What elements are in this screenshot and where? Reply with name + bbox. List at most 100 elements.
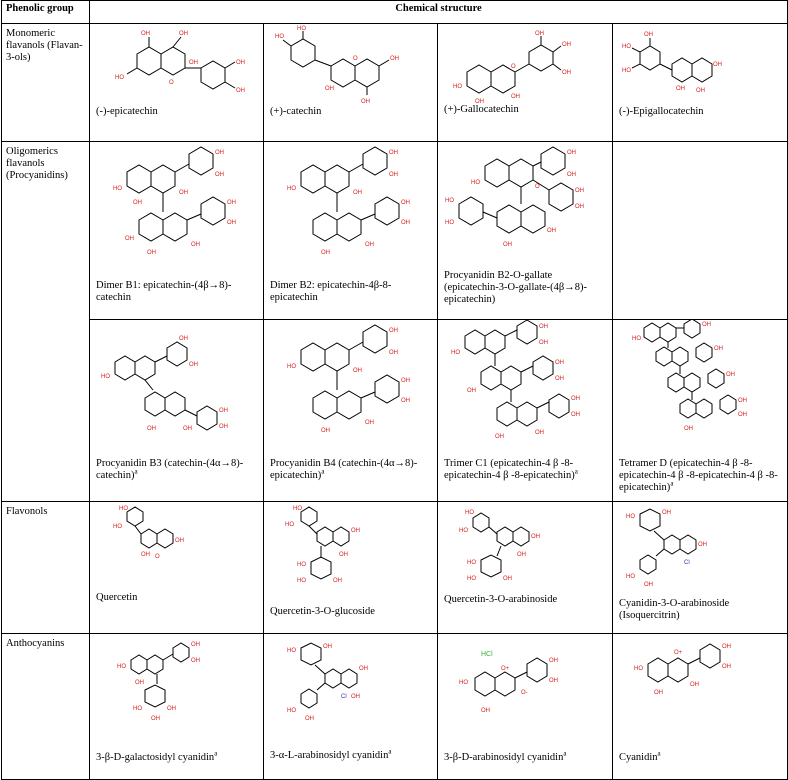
svg-text:OH: OH: [555, 360, 564, 366]
svg-text:OH: OH: [511, 94, 520, 100]
group-monomeric: Monomeric flavanols (Flavan-3-ols): [1, 23, 90, 142]
svg-text:OH: OH: [191, 658, 200, 664]
svg-text:OH: OH: [321, 428, 330, 434]
svg-text:HO: HO: [626, 514, 635, 520]
svg-text:OH: OH: [535, 430, 544, 436]
svg-text:OH: OH: [562, 42, 571, 48]
caption-epicatechin: (-)-epicatechin: [96, 106, 158, 117]
svg-text:HO: HO: [465, 510, 474, 516]
svg-text:OH: OH: [535, 31, 544, 37]
svg-text:HO: HO: [275, 34, 284, 40]
svg-text:OH: OH: [179, 31, 188, 37]
svg-text:OH: OH: [389, 328, 398, 334]
svg-text:HO: HO: [297, 578, 306, 584]
svg-text:HO: HO: [115, 75, 124, 81]
svg-text:Cl: Cl: [684, 560, 690, 566]
svg-text:OH: OH: [690, 682, 699, 688]
svg-text:OH: OH: [179, 190, 188, 196]
svg-text:OH: OH: [654, 690, 663, 696]
svg-text:OH: OH: [333, 578, 342, 584]
caption-tetramer-d: Tetramer D (epicatechin-4 β -8-epicatech…: [619, 458, 778, 493]
svg-text:OH: OH: [390, 56, 399, 62]
svg-text:O-: O-: [521, 690, 528, 696]
svg-text:OH: OH: [738, 412, 747, 418]
svg-text:OH: OH: [549, 658, 558, 664]
svg-text:OH: OH: [353, 368, 362, 374]
svg-text:OH: OH: [359, 666, 368, 672]
svg-text:O+: O+: [501, 666, 510, 672]
svg-text:OH: OH: [215, 172, 224, 178]
header-phenolic-group: Phenolic group: [1, 0, 90, 24]
group-anthocyanins: Anthocyanins: [1, 633, 90, 780]
svg-text:HO: HO: [287, 708, 296, 714]
svg-text:OH: OH: [401, 398, 410, 404]
svg-text:OH: OH: [555, 376, 564, 382]
svg-text:HO: HO: [471, 180, 480, 186]
caption-q-glucoside: Quercetin-3-O-glucoside: [270, 606, 375, 617]
svg-text:OH: OH: [714, 346, 723, 352]
svg-text:OH: OH: [401, 220, 410, 226]
svg-text:HO: HO: [622, 44, 631, 50]
svg-text:OH: OH: [698, 542, 707, 548]
svg-text:OH: OH: [125, 236, 134, 242]
svg-text:HO: HO: [634, 666, 643, 672]
svg-text:HO: HO: [287, 186, 296, 192]
svg-text:OH: OH: [539, 340, 548, 346]
svg-text:HO: HO: [459, 680, 468, 686]
svg-text:HO: HO: [459, 528, 468, 534]
svg-text:OH: OH: [389, 150, 398, 156]
svg-text:HO: HO: [117, 664, 126, 670]
svg-text:O+: O+: [674, 650, 683, 656]
svg-text:OH: OH: [713, 62, 722, 68]
svg-text:OH: OH: [467, 388, 476, 394]
caption-b2-gallate: Procyanidin B2-O-gallate (epicatechin-3-…: [444, 270, 587, 305]
svg-text:HO: HO: [113, 186, 122, 192]
svg-text:OH: OH: [531, 534, 540, 540]
cell-empty: [611, 141, 788, 320]
svg-text:HO: HO: [285, 522, 294, 528]
svg-text:OH: OH: [189, 60, 198, 66]
svg-text:OH: OH: [215, 150, 224, 156]
caption-d-arabinosidyl: 3-β-D-arabinosidyl cyanidina: [444, 749, 567, 763]
caption-dimer-b1: Dimer B1: epicatechin-(4β→8)-catechin: [96, 280, 232, 303]
caption-cy-arabinoside: Cyanidin-3-O-arabinoside (Isoquercitrin): [619, 598, 730, 621]
svg-text:OH: OH: [219, 424, 228, 430]
svg-text:OH: OH: [562, 70, 571, 76]
svg-text:HO: HO: [297, 562, 306, 568]
svg-text:OH: OH: [191, 242, 200, 248]
caption-cyanidin: Cyanidina: [619, 749, 661, 763]
svg-text:HO: HO: [101, 374, 110, 380]
svg-text:HO: HO: [445, 220, 454, 226]
svg-text:OH: OH: [644, 582, 653, 588]
group-flavonols: Flavonols: [1, 501, 90, 634]
svg-text:OH: OH: [389, 350, 398, 356]
svg-text:HO: HO: [133, 706, 142, 712]
svg-text:OH: OH: [738, 398, 747, 404]
svg-text:OH: OH: [351, 694, 360, 700]
svg-text:HO: HO: [626, 574, 635, 580]
svg-text:HO: HO: [467, 576, 476, 582]
svg-text:OH: OH: [351, 528, 360, 534]
svg-text:OH: OH: [575, 204, 584, 210]
svg-text:OH: OH: [147, 250, 156, 256]
svg-text:O: O: [511, 64, 516, 70]
svg-text:HO: HO: [451, 350, 460, 356]
